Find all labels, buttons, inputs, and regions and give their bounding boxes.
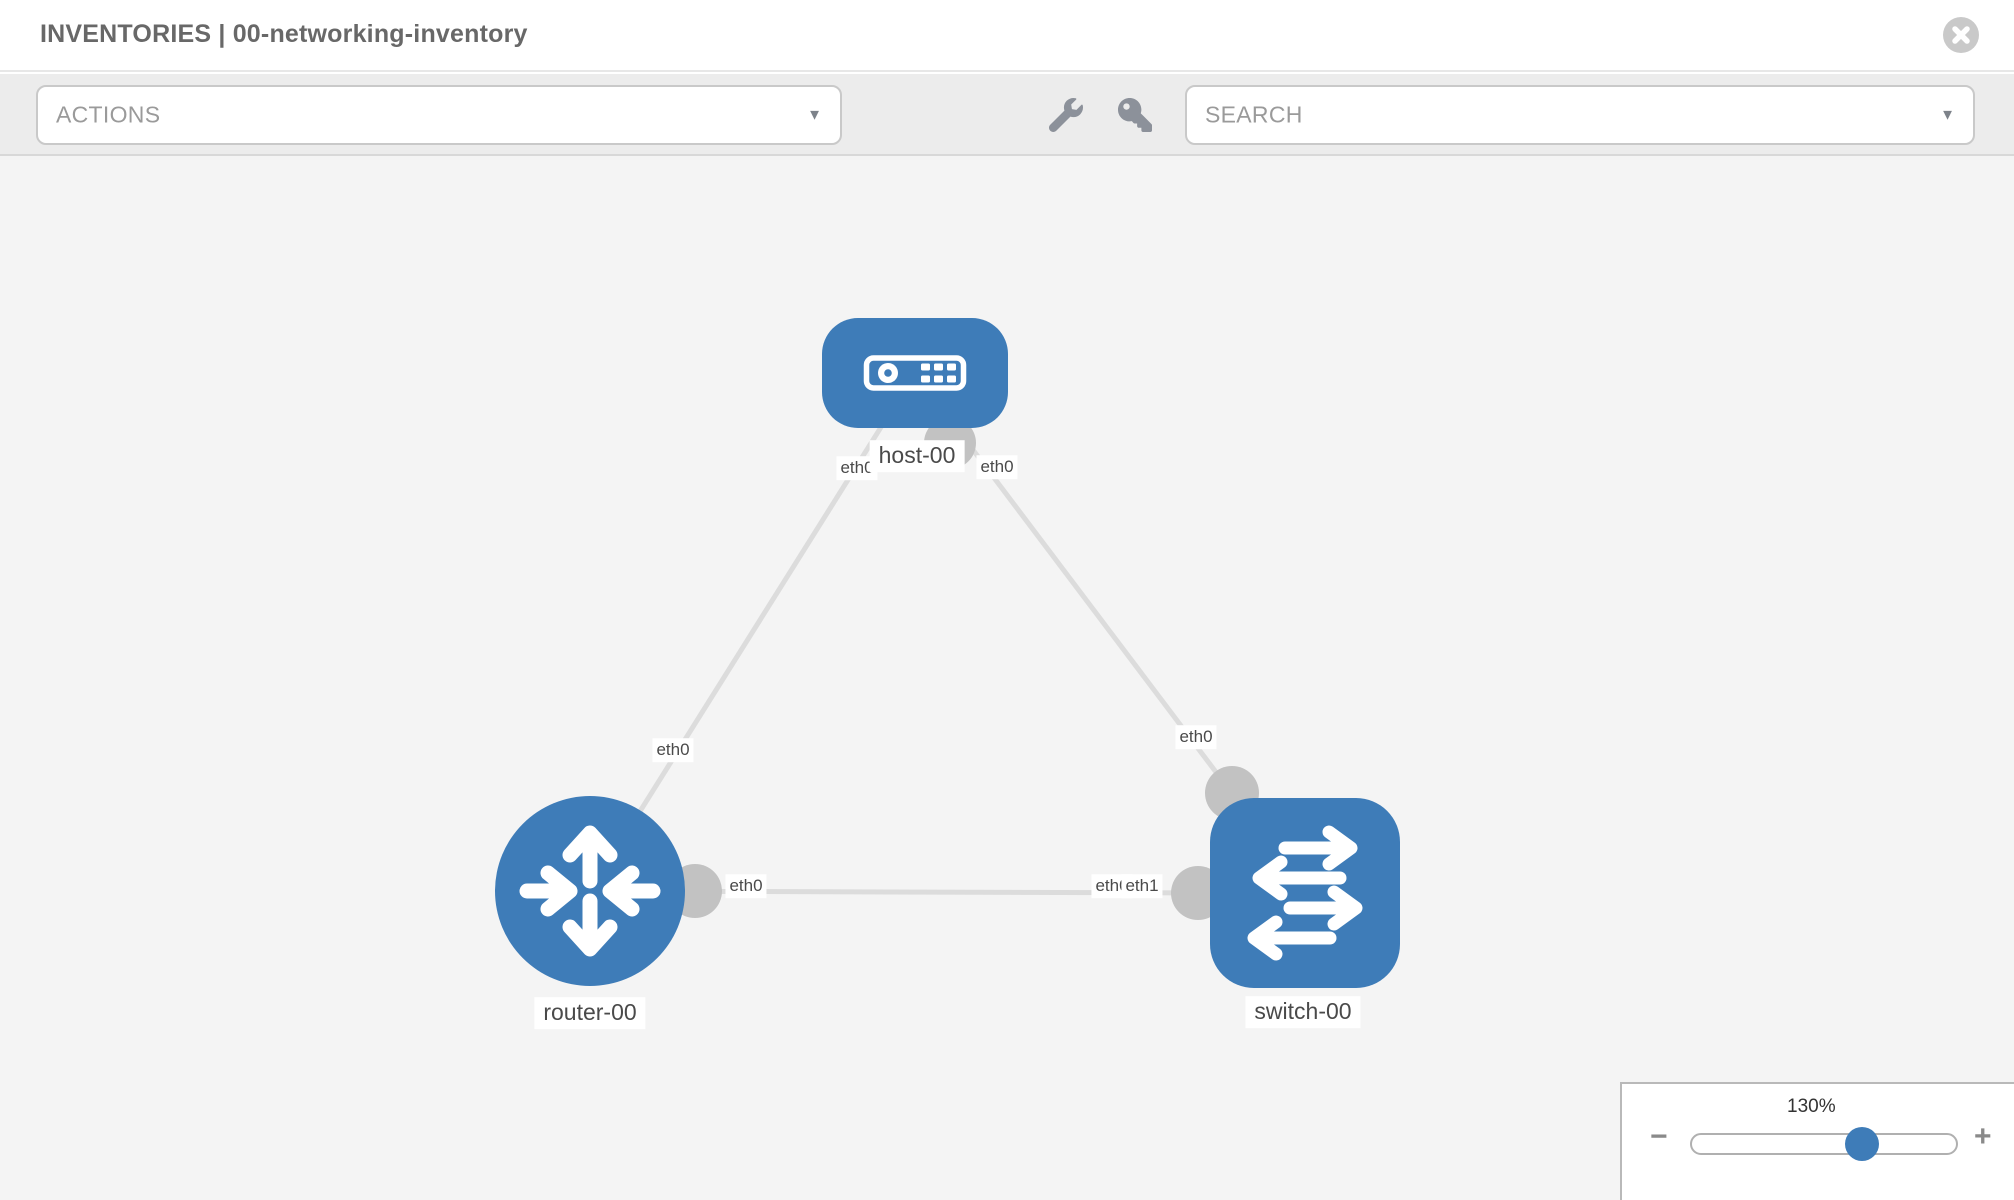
key-icon <box>1118 98 1152 132</box>
configure-button[interactable] <box>1048 98 1083 133</box>
actions-dropdown[interactable]: ACTIONS ▼ <box>36 85 842 145</box>
search-input-placeholder: SEARCH <box>1205 101 1303 128</box>
wrench-icon <box>1048 98 1083 133</box>
interface-label: eth0 <box>976 455 1018 479</box>
route-arrows-icon <box>519 825 661 957</box>
interface-label: eth0 <box>652 738 694 762</box>
interface-label: eth0 <box>725 874 767 898</box>
zoom-slider-track[interactable] <box>1690 1133 1958 1155</box>
toolbar: ACTIONS ▼ SEARCH ▼ <box>0 74 2014 156</box>
node-host-00[interactable] <box>822 318 1008 428</box>
topology-graph <box>495 318 1400 988</box>
header-bar: INVENTORIES | 00-networking-inventory <box>0 0 2014 72</box>
zoom-in-button[interactable]: + <box>1974 1120 1992 1153</box>
node-router-00[interactable] <box>495 796 685 986</box>
interface-label: eth0 <box>1175 725 1217 749</box>
interface-label: eth0 <box>836 456 878 480</box>
page-title: INVENTORIES | 00-networking-inventory <box>40 20 528 48</box>
interface-label: eth1 <box>1121 874 1163 898</box>
credentials-button[interactable] <box>1118 98 1152 132</box>
close-button[interactable] <box>1943 17 1979 53</box>
chevron-down-icon: ▼ <box>807 106 822 124</box>
exchange-arrows-icon <box>1247 825 1363 961</box>
node-label-router: router-00 <box>534 997 646 1029</box>
close-icon <box>1952 26 1970 44</box>
zoom-panel: 130% − + <box>1620 1082 2014 1200</box>
server-icon <box>863 355 967 391</box>
zoom-out-button[interactable]: − <box>1650 1120 1668 1153</box>
node-switch-00[interactable] <box>1210 798 1400 988</box>
chevron-down-icon: ▼ <box>1940 106 1955 124</box>
zoom-slider-thumb[interactable] <box>1845 1127 1879 1161</box>
node-label-switch: switch-00 <box>1245 996 1361 1028</box>
search-dropdown[interactable]: SEARCH ▼ <box>1185 85 1975 145</box>
zoom-level-value: 130% <box>1787 1096 1836 1117</box>
node-label-host: host-00 <box>869 440 965 472</box>
topology-canvas[interactable]: eth0 eth0 eth0 eth0 eth0 eth0 eth1 host-… <box>0 156 2014 1200</box>
actions-dropdown-label: ACTIONS <box>56 101 161 128</box>
